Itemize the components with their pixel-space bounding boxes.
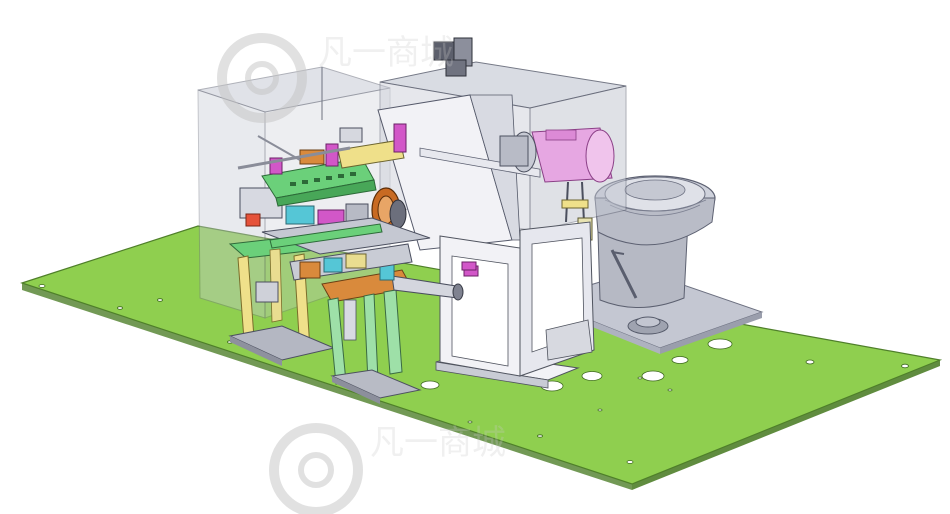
portal-frame xyxy=(435,221,595,389)
feeding-mechanism xyxy=(237,123,431,281)
watermark-top: 凡一商城 xyxy=(217,33,454,123)
watermark-text: 凡一商城 xyxy=(318,33,454,73)
right-enclosure xyxy=(377,37,627,251)
front-station xyxy=(321,261,477,404)
watermark-text: 凡一商城 xyxy=(370,423,506,463)
watermark-bottom: 凡一商城 xyxy=(269,423,506,514)
